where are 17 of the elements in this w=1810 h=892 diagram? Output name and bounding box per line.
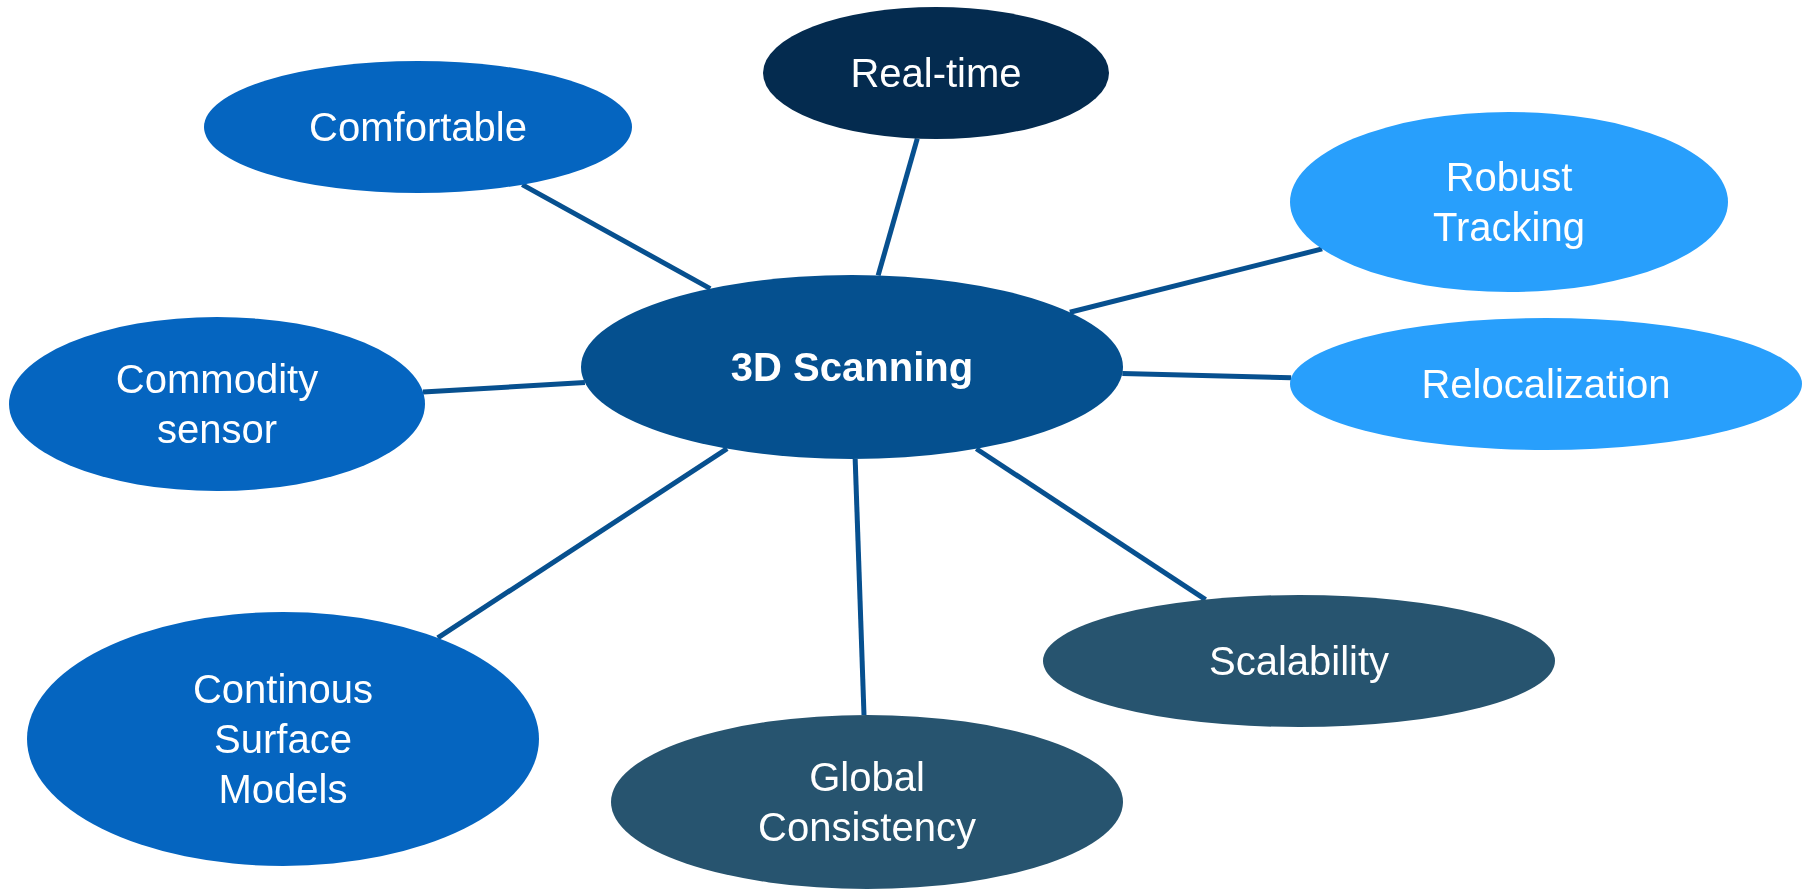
topic-label: Real-time (850, 50, 1022, 97)
topic-label: 3D Scanning (730, 344, 974, 391)
connector-line (1122, 371, 1292, 381)
topic-label: Continous Surface Models (191, 666, 375, 813)
connector-line (1069, 246, 1323, 315)
connector-line (875, 137, 920, 277)
topic-label: Relocalization (1421, 361, 1671, 408)
topic-label: Robust Tracking (1432, 154, 1586, 251)
topic-label: Comfortable (309, 104, 527, 151)
topic-label: Scalability (1208, 638, 1390, 685)
topic-label: Global Consistency (757, 754, 977, 851)
connector-line (852, 458, 867, 716)
connector-line (521, 182, 712, 291)
connector-line (436, 446, 729, 640)
topic-label: Commodity sensor (114, 356, 320, 453)
connector-line (974, 446, 1207, 602)
connector-line (422, 380, 586, 395)
